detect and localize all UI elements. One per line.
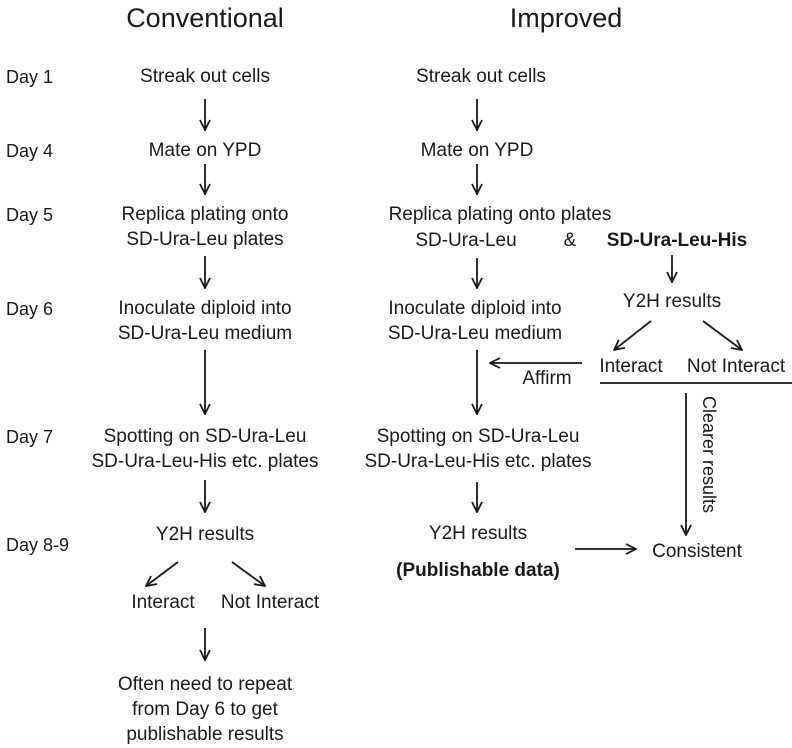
conventional-note-line3: publishable results xyxy=(126,724,284,745)
day-label: Day 6 xyxy=(6,299,54,319)
conventional-y2h-results: Y2H results xyxy=(155,524,255,545)
improved-plate-sd-ura-leu: SD-Ura-Leu xyxy=(415,230,517,251)
improved-step-inoculate-line2: SD-Ura-Leu medium xyxy=(387,323,563,344)
header-improved: Improved xyxy=(509,3,623,33)
improved-ampersand: & xyxy=(563,230,577,251)
conventional-step-inoculate-line1: Inoculate diploid into xyxy=(118,298,292,319)
day-label: Day 4 xyxy=(6,141,54,161)
day-label: Day 7 xyxy=(6,427,54,447)
day-label: Day 1 xyxy=(6,67,54,87)
arrow xyxy=(614,320,652,350)
improved-step-streak: Streak out cells xyxy=(416,66,546,87)
improved-step-inoculate-line1: Inoculate diploid into xyxy=(388,298,562,319)
conventional-note-line1: Often need to repeat xyxy=(117,674,293,695)
day-label: Day 5 xyxy=(6,205,54,225)
conventional-not-interact: Not Interact xyxy=(220,592,320,613)
conventional-step-streak: Streak out cells xyxy=(140,66,270,87)
improved-step-replica-line1: Replica plating onto plates xyxy=(388,204,612,225)
arrow xyxy=(702,320,742,350)
arrow xyxy=(231,561,265,586)
conventional-step-mate: Mate on YPD xyxy=(148,140,262,161)
improved-affirm-label: Affirm xyxy=(522,368,572,389)
improved-step-spotting-line1: Spotting on SD-Ura-Leu xyxy=(376,426,580,447)
improved-not-interact: Not Interact xyxy=(686,356,786,377)
arrow xyxy=(146,561,179,586)
improved-publishable-data: (Publishable data) xyxy=(396,560,560,581)
improved-step-spotting-line2: SD-Ura-Leu-His etc. plates xyxy=(364,451,592,472)
conventional-step-replica-line1: Replica plating onto xyxy=(121,204,289,225)
header-conventional: Conventional xyxy=(126,3,284,33)
day-label: Day 8-9 xyxy=(6,535,70,555)
improved-clearer-results-label: Clearer results xyxy=(699,396,719,514)
conventional-step-spotting-line2: SD-Ura-Leu-His etc. plates xyxy=(91,451,319,472)
conventional-interact: Interact xyxy=(131,592,195,613)
conventional-step-inoculate-line2: SD-Ura-Leu medium xyxy=(117,323,293,344)
conventional-step-spotting-line1: Spotting on SD-Ura-Leu xyxy=(103,426,307,447)
improved-step-mate: Mate on YPD xyxy=(420,140,534,161)
improved-plate-sd-ura-leu-his: SD-Ura-Leu-His xyxy=(606,230,748,251)
improved-interact: Interact xyxy=(599,356,663,377)
improved-y2h-results: Y2H results xyxy=(428,523,528,544)
improved-consistent: Consistent xyxy=(652,541,742,562)
conventional-step-replica-line2: SD-Ura-Leu plates xyxy=(126,229,284,250)
conventional-note-line2: from Day 6 to get xyxy=(132,699,278,720)
improved-side-y2h-results: Y2H results xyxy=(622,291,722,312)
